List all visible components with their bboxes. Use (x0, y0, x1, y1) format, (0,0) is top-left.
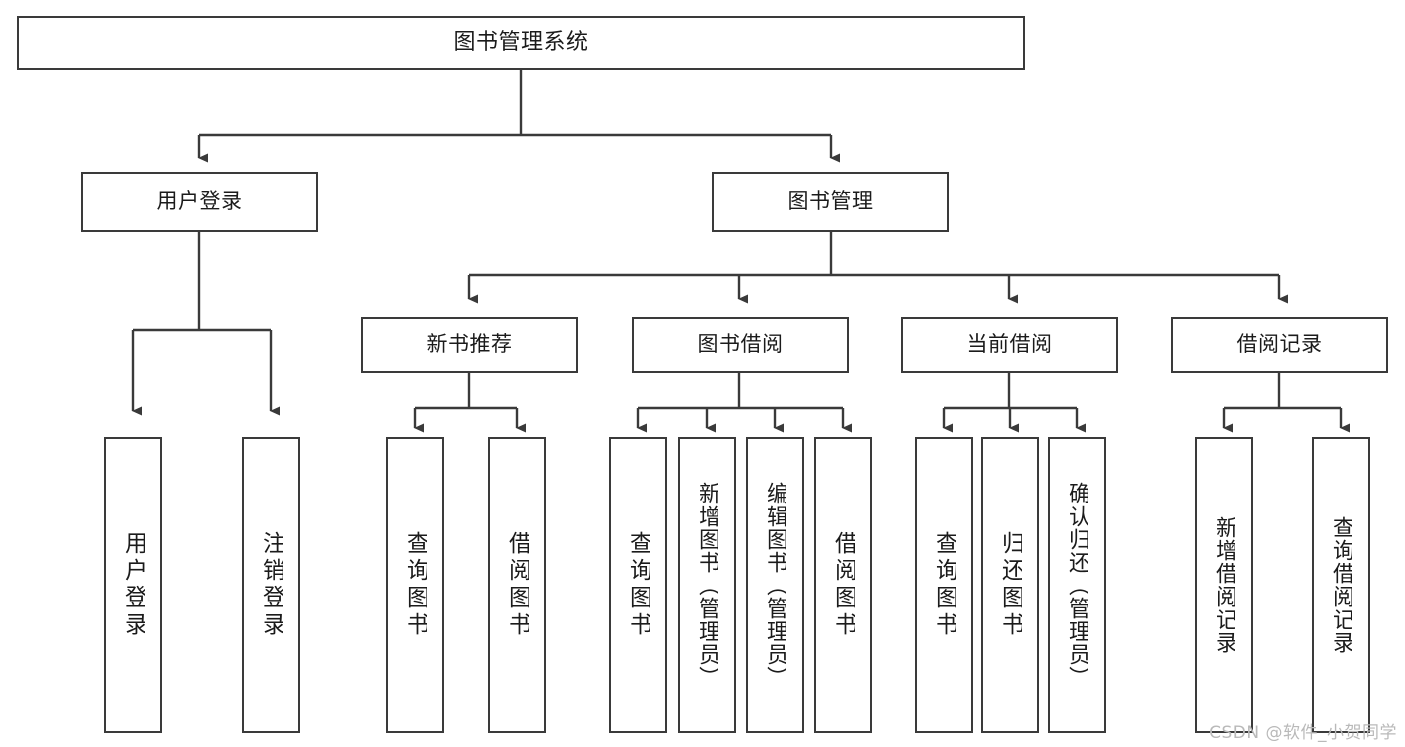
node-leaf-edit-book[interactable]: 编辑图书（管理员） (746, 437, 804, 733)
node-label: 当前借阅 (966, 332, 1053, 357)
node-label: 图书借阅 (697, 332, 784, 357)
node-label: 借阅记录 (1236, 332, 1323, 357)
node-leaf-borrow-book-2[interactable]: 借阅图书 (814, 437, 872, 733)
node-label: 新增借阅记录 (1213, 516, 1235, 654)
node-label: 图书管理 (787, 189, 874, 214)
node-leaf-query-book-2[interactable]: 查询图书 (609, 437, 667, 733)
node-label: 查询图书 (403, 531, 427, 639)
node-label: 查询借阅记录 (1330, 516, 1352, 654)
node-new-book-recommend[interactable]: 新书推荐 (361, 317, 578, 373)
node-current-borrow[interactable]: 当前借阅 (901, 317, 1118, 373)
node-label: 新增图书（管理员） (696, 481, 718, 689)
node-book-borrow[interactable]: 图书借阅 (632, 317, 849, 373)
node-leaf-user-login[interactable]: 用户登录 (104, 437, 162, 733)
node-leaf-add-book[interactable]: 新增图书（管理员） (678, 437, 736, 733)
node-leaf-borrow-book-1[interactable]: 借阅图书 (488, 437, 546, 733)
node-label: 注销登录 (259, 531, 283, 639)
node-label: 编辑图书（管理员） (764, 481, 786, 689)
node-label: 查询图书 (932, 531, 956, 639)
watermark-text: CSDN @软件_小贺同学 (1209, 723, 1397, 743)
node-leaf-query-book-1[interactable]: 查询图书 (386, 437, 444, 733)
node-label: 查询图书 (626, 531, 650, 639)
node-label: 归还图书 (998, 531, 1022, 639)
node-leaf-confirm-return[interactable]: 确认归还（管理员） (1048, 437, 1106, 733)
node-leaf-logout[interactable]: 注销登录 (242, 437, 300, 733)
node-root-system[interactable]: 图书管理系统 (17, 16, 1025, 70)
node-label: 新书推荐 (426, 332, 513, 357)
node-label: 用户登录 (121, 531, 145, 639)
node-leaf-return-book[interactable]: 归还图书 (981, 437, 1039, 733)
node-label: 用户登录 (156, 189, 243, 214)
node-label: 确认归还（管理员） (1066, 481, 1088, 689)
node-label: 借阅图书 (505, 531, 529, 639)
node-leaf-add-borrow-record[interactable]: 新增借阅记录 (1195, 437, 1253, 733)
node-label: 借阅图书 (831, 531, 855, 639)
node-leaf-query-book-3[interactable]: 查询图书 (915, 437, 973, 733)
node-user-login[interactable]: 用户登录 (81, 172, 318, 232)
node-book-management[interactable]: 图书管理 (712, 172, 949, 232)
node-label: 图书管理系统 (453, 29, 589, 55)
node-leaf-query-borrow-record[interactable]: 查询借阅记录 (1312, 437, 1370, 733)
node-borrow-record[interactable]: 借阅记录 (1171, 317, 1388, 373)
